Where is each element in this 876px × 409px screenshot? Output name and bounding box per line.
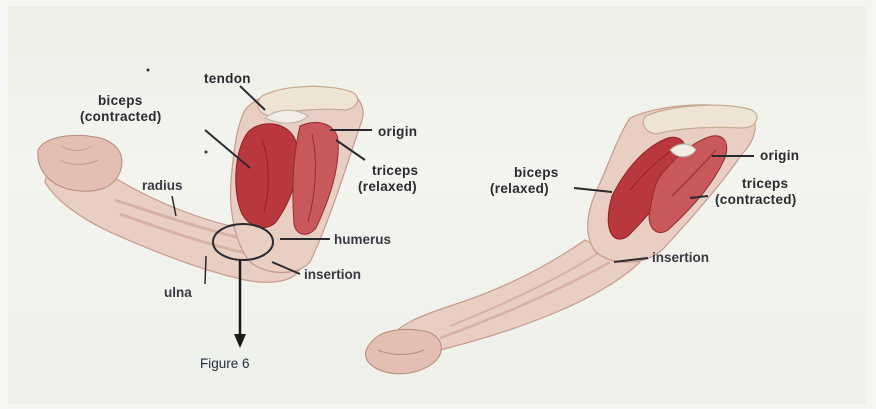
speck xyxy=(205,151,208,154)
caption-arrow-head xyxy=(234,334,246,348)
label-tendon: tendon xyxy=(204,71,251,86)
label-biceps-contracted-line2: (contracted) xyxy=(80,109,162,124)
right-arm-illustration xyxy=(366,105,757,374)
label-biceps-contracted-line1: biceps xyxy=(98,93,143,108)
label-triceps-contracted-line1: triceps xyxy=(742,176,788,191)
label-biceps-relaxed-line2: (relaxed) xyxy=(490,181,549,196)
speck xyxy=(147,69,150,72)
label-triceps-relaxed-line2: (relaxed) xyxy=(358,179,417,194)
label-ulna: ulna xyxy=(164,285,192,300)
label-biceps-relaxed-line1: biceps xyxy=(514,165,559,180)
figure-caption: Figure 6 xyxy=(200,356,250,371)
label-insertion-right: insertion xyxy=(652,250,709,265)
label-origin-left: origin xyxy=(378,124,417,139)
right-hand xyxy=(366,329,442,373)
left-arm-illustration xyxy=(38,86,363,348)
label-insertion-left: insertion xyxy=(304,267,361,282)
label-origin-right: origin xyxy=(760,148,799,163)
label-triceps-contracted-line2: (contracted) xyxy=(715,192,797,207)
label-triceps-relaxed-line1: triceps xyxy=(372,163,418,178)
label-humerus: humerus xyxy=(334,232,391,247)
label-radius: radius xyxy=(142,178,183,193)
